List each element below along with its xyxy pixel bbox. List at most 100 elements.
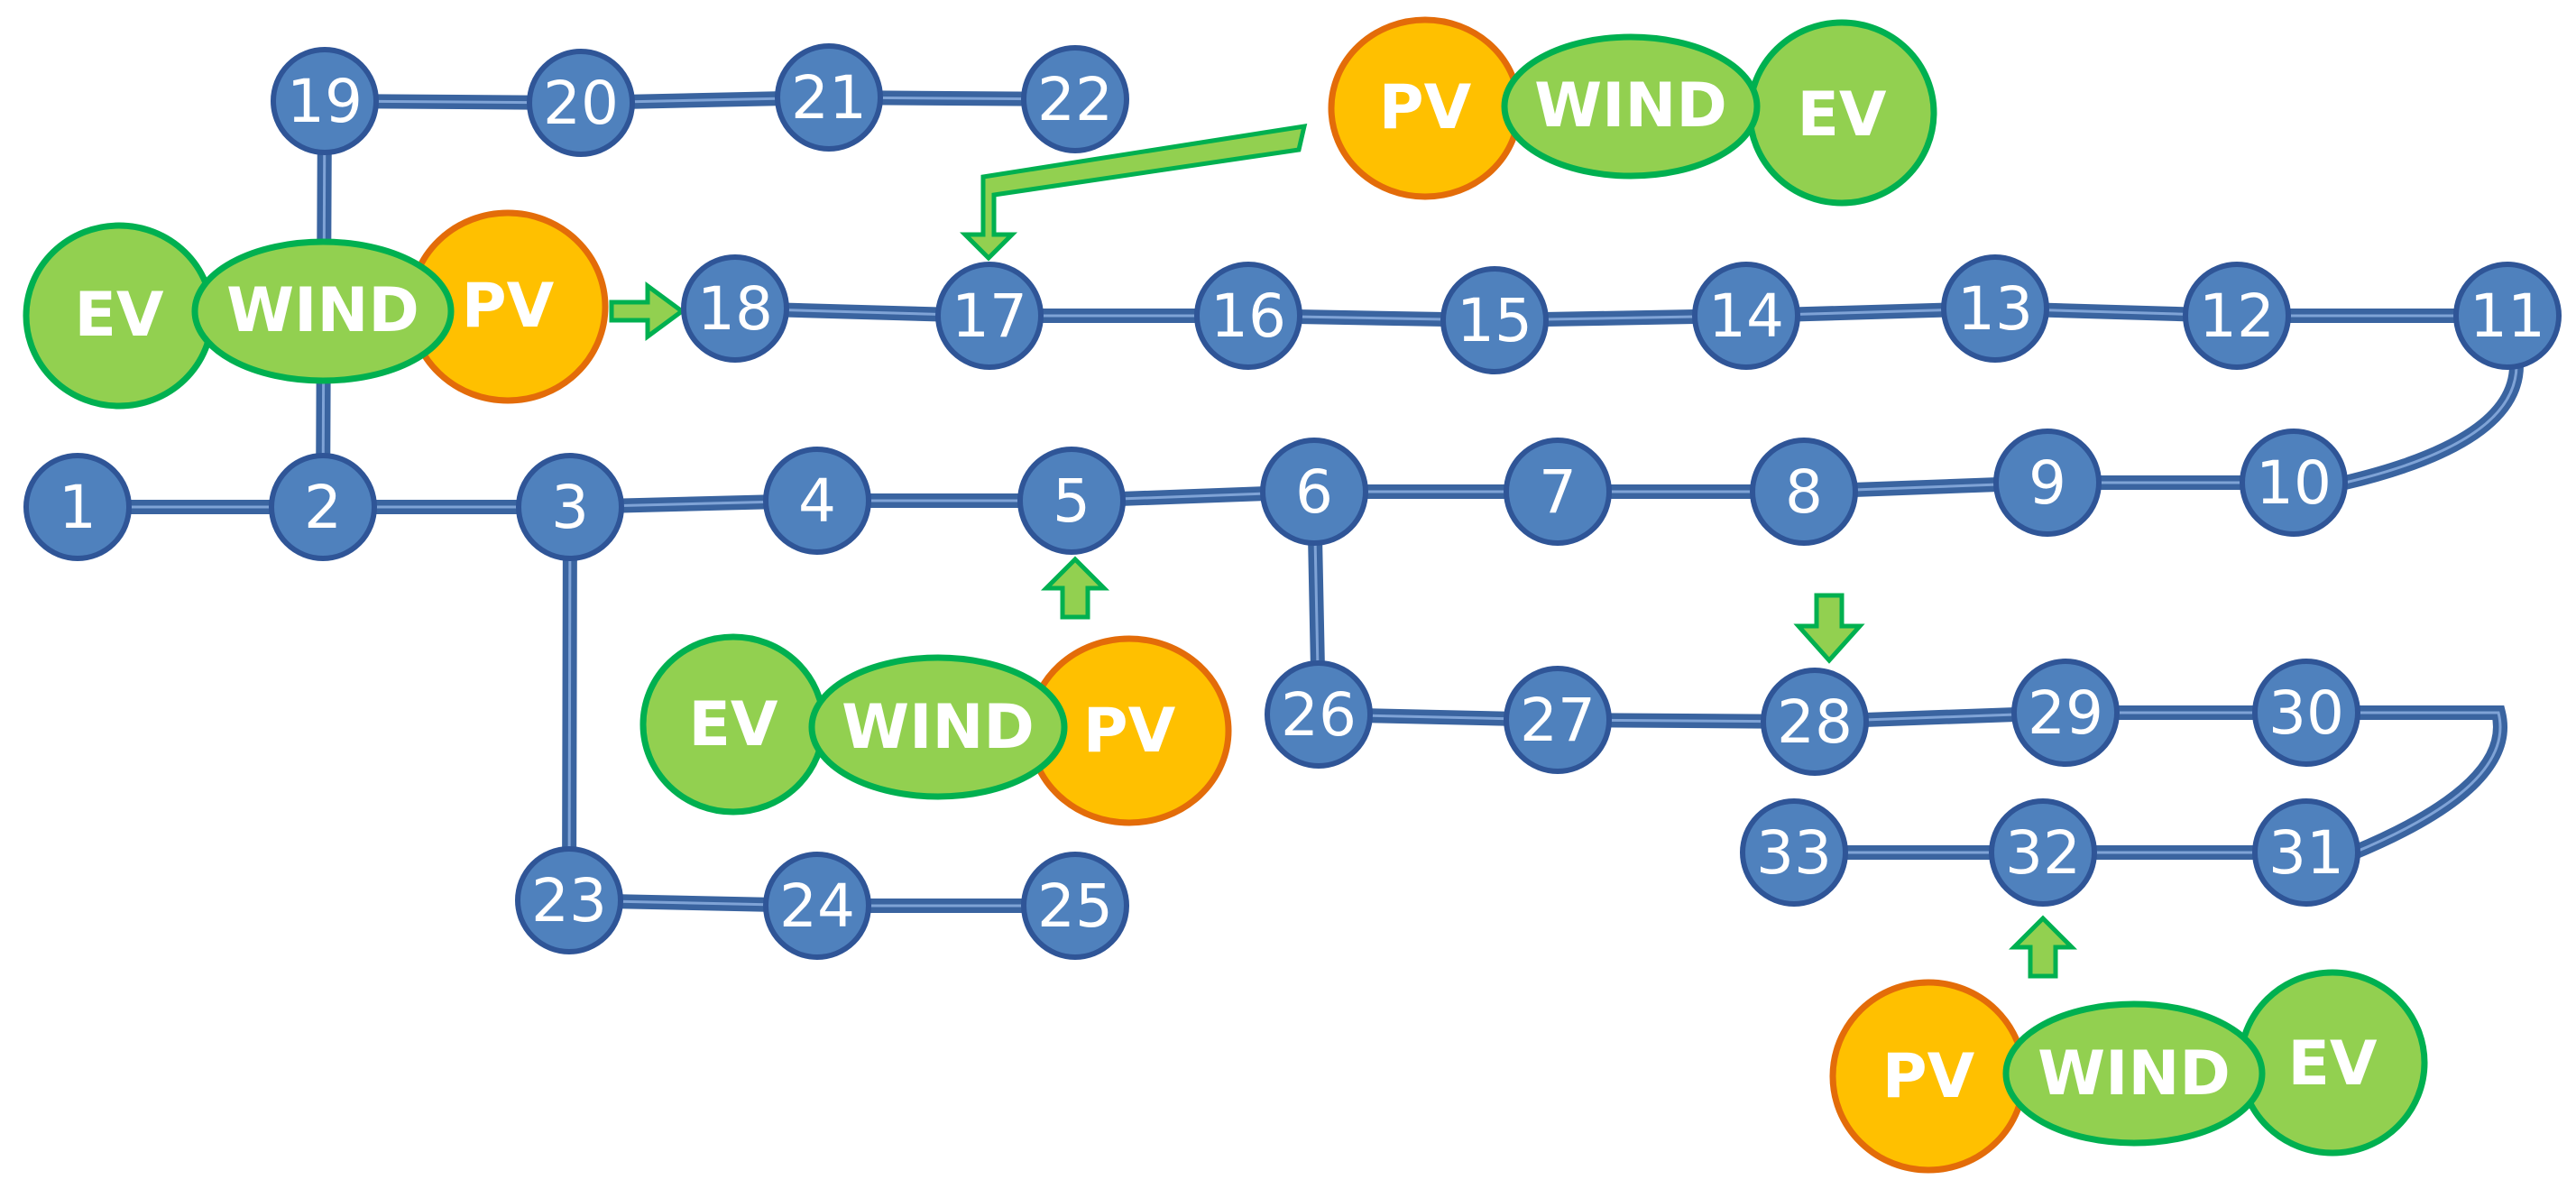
- bus-node-circle: [2252, 798, 2360, 907]
- bus-node-21[interactable]: 21: [775, 43, 883, 152]
- bus-node-27[interactable]: 27: [1504, 666, 1612, 774]
- ev-source: EV: [639, 633, 827, 816]
- bus-node-circle: [1021, 45, 1129, 153]
- bus-node-18[interactable]: 18: [681, 254, 789, 363]
- bus-node-circle: [1993, 429, 2102, 537]
- bus-node-label: 11: [2470, 281, 2545, 351]
- arrow-to-node-28: [1793, 593, 1865, 664]
- wind-ellipse: [808, 654, 1068, 800]
- wind-label: WIND: [2038, 1038, 2231, 1110]
- wind-label: WIND: [1534, 70, 1727, 142]
- bus-node-25[interactable]: 25: [1021, 852, 1129, 960]
- bus-node-label: 27: [1520, 686, 1596, 755]
- pv-source: PV: [1328, 16, 1523, 200]
- bus-node-13[interactable]: 13: [1941, 254, 2049, 363]
- wind-source: WIND: [2002, 1000, 2266, 1147]
- pv-label: PV: [1379, 72, 1472, 143]
- arrow-to-node-32: [2008, 915, 2078, 979]
- bus-node-label: 20: [543, 69, 619, 138]
- ev-source: EV: [1746, 19, 1937, 207]
- bus-node-circle: [23, 453, 132, 561]
- bus-node-15[interactable]: 15: [1440, 266, 1549, 374]
- wind-ellipse: [1501, 33, 1761, 180]
- ev-label: EV: [2287, 1028, 2377, 1100]
- bus-node-label: 8: [1785, 457, 1823, 527]
- bus-node-24[interactable]: 24: [763, 852, 871, 960]
- bus-node-26[interactable]: 26: [1265, 660, 1373, 769]
- bus-node-label: 33: [1756, 818, 1832, 888]
- bus-node-16[interactable]: 16: [1194, 262, 1302, 370]
- bus-node-circle: [1194, 262, 1302, 370]
- bus-node-circle: [1740, 798, 1848, 907]
- bus-node-32[interactable]: 32: [1989, 798, 2097, 907]
- bus-node-label: 2: [304, 473, 342, 542]
- bus-node-7[interactable]: 7: [1504, 438, 1612, 546]
- bus-node-circle: [1440, 266, 1549, 374]
- wind-ellipse: [191, 238, 455, 384]
- bus-node-6[interactable]: 6: [1260, 438, 1368, 546]
- wind-source: WIND: [1501, 33, 1761, 180]
- pv-source: PV: [407, 209, 609, 404]
- ev-label: EV: [1797, 79, 1886, 151]
- bus-node-14[interactable]: 14: [1692, 262, 1800, 370]
- bus-node-1[interactable]: 1: [23, 453, 132, 561]
- line-10-11: [2338, 358, 2524, 490]
- ev-label: EV: [688, 689, 777, 760]
- ev-label: EV: [74, 280, 163, 351]
- bus-node-circle: [775, 43, 883, 152]
- bus-node-17[interactable]: 17: [935, 262, 1044, 370]
- bus-node-label: 1: [59, 473, 97, 542]
- bus-node-label: 15: [1457, 286, 1532, 355]
- arrow-to-node-18: [609, 281, 686, 341]
- pv-label: PV: [1083, 696, 1176, 767]
- bus-node-circle: [681, 254, 789, 363]
- bus-node-3[interactable]: 3: [516, 453, 624, 561]
- bus-node-12[interactable]: 12: [2183, 262, 2291, 370]
- bus-node-label: 9: [2029, 448, 2066, 518]
- bus-node-circle: [1260, 438, 1368, 546]
- bus-node-circle: [2252, 659, 2360, 767]
- bus-node-19[interactable]: 19: [271, 47, 379, 155]
- bus-node-circle: [1989, 798, 2097, 907]
- bus-node-20[interactable]: 20: [527, 49, 635, 157]
- bus-node-label: 6: [1295, 457, 1333, 527]
- bus-node-label: 23: [531, 866, 607, 936]
- bus-node-2[interactable]: 2: [269, 453, 377, 561]
- bus-node-label: 31: [2268, 818, 2344, 888]
- bus-node-11[interactable]: 11: [2453, 262, 2562, 370]
- bus-node-label: 13: [1957, 274, 2033, 344]
- bus-node-30[interactable]: 30: [2252, 659, 2360, 767]
- bus-node-5[interactable]: 5: [1017, 447, 1126, 555]
- bus-node-circle: [2011, 659, 2120, 767]
- bus-node-31[interactable]: 31: [2252, 798, 2360, 907]
- bus-node-circle: [269, 453, 377, 561]
- bus-node-4[interactable]: 4: [763, 447, 871, 555]
- bus-node-label: 25: [1037, 871, 1113, 941]
- wind-label: WIND: [226, 275, 419, 346]
- bus-node-28[interactable]: 28: [1761, 668, 1869, 776]
- bus-node-label: 28: [1777, 687, 1853, 757]
- bus-node-circle: [1750, 438, 1858, 546]
- injection-arrows: [609, 123, 2078, 979]
- bus-node-circle: [1761, 668, 1869, 776]
- bus-node-label: 32: [2005, 818, 2081, 888]
- bus-node-label: 5: [1053, 466, 1090, 536]
- bus-node-29[interactable]: 29: [2011, 659, 2120, 767]
- bus-node-8[interactable]: 8: [1750, 438, 1858, 546]
- bus-node-9[interactable]: 9: [1993, 429, 2102, 537]
- bus-node-label: 16: [1210, 281, 1286, 351]
- bus-node-circle: [516, 453, 624, 561]
- bus-node-23[interactable]: 23: [515, 846, 623, 954]
- bus-node-label: 24: [779, 871, 855, 941]
- bus-node-10[interactable]: 10: [2240, 429, 2348, 537]
- bus-node-circle: [1504, 438, 1612, 546]
- bus-node-circle: [1017, 447, 1126, 555]
- bus-node-33[interactable]: 33: [1740, 798, 1848, 907]
- wind-ellipse: [2002, 1000, 2266, 1147]
- bus-node-circle: [1265, 660, 1373, 769]
- bus-node-22[interactable]: 22: [1021, 45, 1129, 153]
- bus-node-label: 4: [798, 466, 836, 536]
- bus-node-label: 7: [1539, 457, 1577, 527]
